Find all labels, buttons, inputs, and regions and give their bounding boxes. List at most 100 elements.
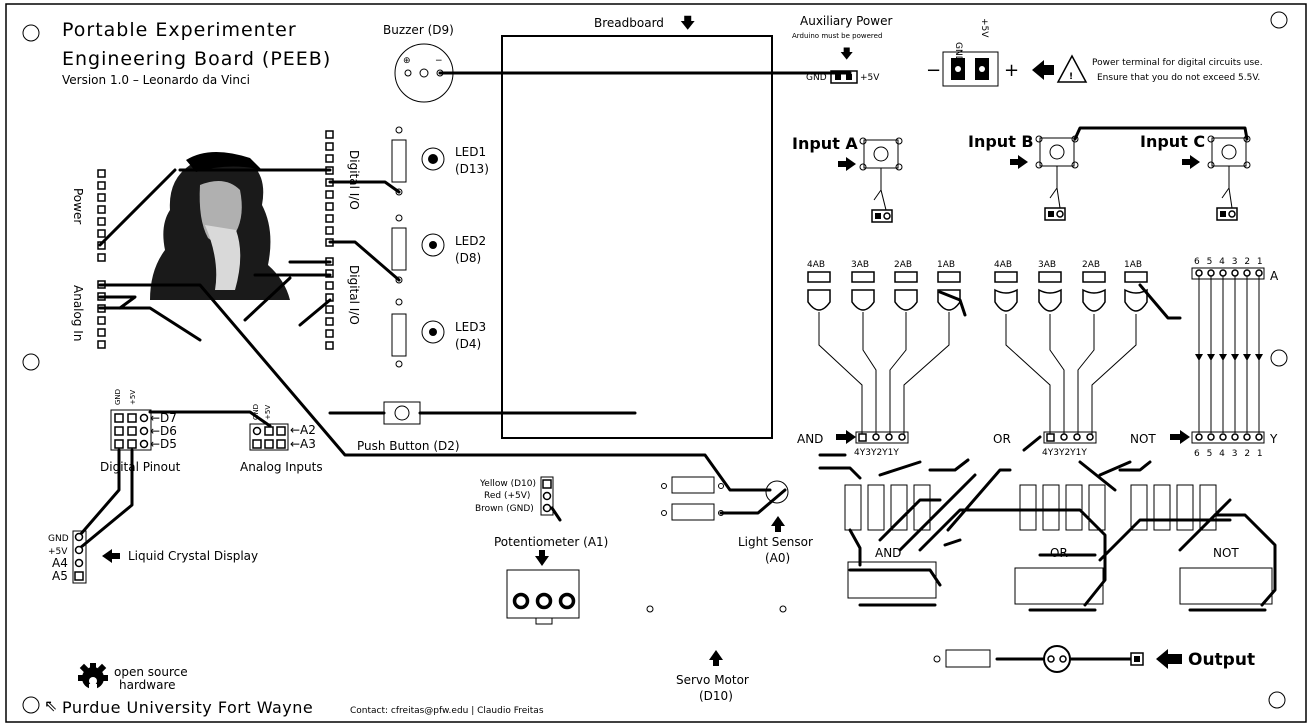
not-label: NOT (1130, 432, 1156, 446)
contact-label: Contact: cfreitas@pfw.edu | Claudio Frei… (350, 706, 544, 716)
input-c-label: Input C (1140, 132, 1205, 151)
led1-pin: (D13) (455, 162, 489, 176)
mounting-hole-mr (1270, 349, 1288, 367)
terminal-arrow-icon (1032, 60, 1054, 80)
or-in-1ab: 1AB (1124, 260, 1142, 270)
lcd-a4: A4 (52, 556, 68, 570)
cursor-icon: ⇖ (44, 696, 57, 715)
aux-power-note: Arduino must be powered (792, 32, 882, 40)
led2-label: LED2 (455, 234, 486, 248)
servo-connector (540, 476, 554, 516)
terminal-minus: − (926, 60, 941, 81)
led2-resistor (391, 227, 407, 271)
and-out-labels: 4Y3Y2Y1Y (854, 448, 899, 458)
led1-resistor (391, 139, 407, 183)
power-terminal-note2: Ensure that you do not exceed 5.5V. (1097, 73, 1260, 83)
osh-text2: hardware (119, 678, 176, 692)
analog-in-label: Analog In (71, 285, 85, 341)
dp-d6: ←D6 (150, 424, 177, 438)
digital-io-label-top: Digital I/O (347, 150, 361, 210)
and-in-4ab: 4AB (807, 260, 825, 270)
ic-area: AND OR NOT (818, 453, 1277, 612)
power-terminal (942, 51, 999, 87)
led1-icon (421, 147, 445, 171)
not-y-label: Y (1269, 432, 1278, 446)
lcd-5v: +5V (48, 547, 68, 557)
aux-5v: +5V (860, 73, 880, 83)
led3-icon (421, 320, 445, 344)
svg-text:−: − (435, 56, 443, 66)
and-arrow-icon (836, 430, 856, 444)
terminal-plus: + (1004, 60, 1019, 81)
and-label: AND (797, 432, 823, 446)
warning-icon (1056, 54, 1088, 83)
led2-icon (421, 233, 445, 257)
ls-resistor2 (671, 503, 715, 521)
dp-gnd: GND (114, 389, 122, 405)
pot-arrow-icon (535, 550, 549, 566)
aux-gnd: GND (806, 73, 827, 83)
svg-text:!: ! (1069, 72, 1073, 82)
output-resistor (945, 649, 991, 668)
board-version: Version 1.0 – Leonardo da Vinci (62, 73, 250, 87)
mounting-hole-ml (22, 353, 40, 371)
light-sensor-arrow-icon (771, 516, 785, 532)
not-bottom-numbers: 6 5 4 3 2 1 (1194, 449, 1265, 459)
servo-label: Servo Motor (676, 673, 749, 687)
servo-pin: (D10) (699, 689, 733, 703)
push-button-label: Push Button (D2) (357, 439, 460, 453)
breadboard-label: Breadboard (594, 16, 664, 30)
ic-not-label: NOT (1213, 546, 1239, 560)
mounting-hole-tl (22, 24, 40, 42)
dp-d5: ←D5 (150, 437, 177, 451)
university-label: Purdue University Fort Wayne (62, 698, 313, 717)
or-in-4ab: 4AB (994, 260, 1012, 270)
input-b-arrow-icon (1010, 155, 1028, 169)
output-arrow-icon (1156, 649, 1182, 669)
output-led-icon (1043, 645, 1071, 673)
ls-resistor1 (671, 476, 715, 494)
not-top-numbers: 6 5 4 3 2 1 (1194, 257, 1265, 267)
lcd-a5: A5 (52, 569, 68, 583)
light-sensor-pin: (A0) (765, 551, 790, 565)
aux-arrow-icon: 🡇 (840, 47, 853, 62)
or-in-2ab: 2AB (1082, 260, 1100, 270)
input-b-label: Input B (968, 132, 1034, 151)
input-a-switch (859, 137, 903, 223)
mounting-hole-br (1268, 691, 1286, 709)
svg-text:⊕: ⊕ (403, 56, 411, 66)
not-a-label: A (1270, 269, 1279, 283)
dp-d7: ←D7 (150, 411, 177, 425)
osh-text1: open source (114, 665, 188, 679)
or-gates (994, 271, 1148, 312)
dp-5v: +5V (129, 390, 137, 405)
digital-pinout-label: Digital Pinout (100, 460, 181, 474)
servo-red: Red (+5V) (484, 491, 530, 501)
input-c-switch (1207, 135, 1251, 221)
not-output-header (1191, 431, 1265, 444)
and-in-1ab: 1AB (937, 260, 955, 270)
not-arrow-icon (1170, 430, 1190, 444)
ai-a3: ←A3 (290, 437, 316, 451)
breadboard-arrow-icon: 🡇 (680, 14, 695, 32)
ic-and-label: AND (875, 546, 901, 560)
ai-a2: ←A2 (290, 423, 316, 437)
input-a-label: Input A (792, 134, 858, 153)
output-label: Output (1188, 650, 1255, 670)
mounting-hole-bl (22, 696, 40, 714)
light-sensor-icon (765, 480, 789, 504)
led3-resistor (391, 313, 407, 357)
input-b-switch (1035, 135, 1079, 221)
servo-arrow-icon (709, 650, 723, 666)
and-gates (807, 271, 961, 311)
ai-gnd: GND (252, 404, 260, 420)
servo-brown: Brown (GND) (475, 504, 534, 514)
breadboard-area (501, 35, 773, 439)
or-label: OR (993, 432, 1011, 446)
not-input-header (1191, 267, 1265, 280)
ai-5v: +5V (264, 405, 272, 420)
led1-label: LED1 (455, 145, 486, 159)
light-sensor-label: Light Sensor (738, 535, 813, 549)
led2-pin: (D8) (455, 251, 481, 265)
